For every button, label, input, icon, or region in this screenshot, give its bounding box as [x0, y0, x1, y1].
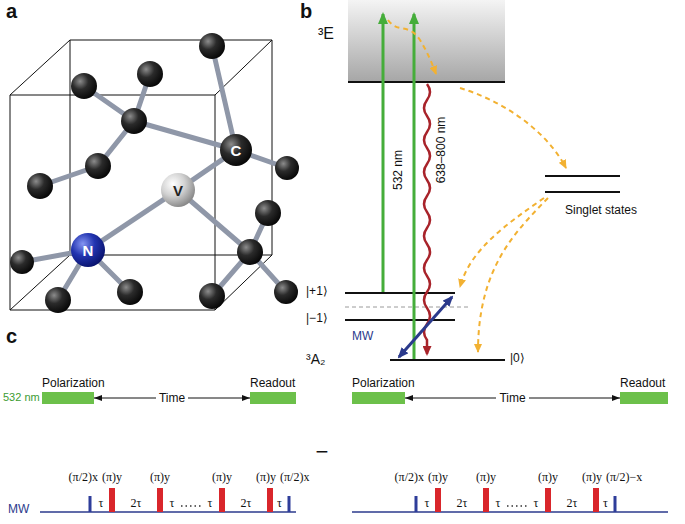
panel-letter: c	[6, 326, 17, 346]
delay-label: τ	[496, 497, 501, 509]
edge-label: Time	[156, 392, 188, 404]
laser-pulse-box: Polarization	[42, 392, 94, 404]
delay-label: τ	[603, 497, 608, 509]
pulse-label: (π)y	[538, 471, 558, 483]
wavelength-label: 638–800 nm	[435, 117, 447, 184]
pulse-label: (π/2)x	[69, 471, 98, 483]
level-label: |+1⟩	[306, 285, 328, 297]
pulse-label: (π)y	[256, 471, 276, 483]
pulse-heading: Readout	[250, 377, 295, 389]
panel-letter: a	[6, 1, 17, 21]
pulse-heading: Polarization	[42, 377, 105, 389]
pulse-label: (π)y	[102, 471, 122, 483]
laser-pulse-box: Readout	[620, 392, 668, 404]
atom-symbol: V	[161, 173, 195, 207]
bond-line	[102, 199, 164, 240]
pulse-label: (π)y	[476, 471, 496, 483]
state-label: ³A₂	[306, 352, 325, 366]
pulse-heading: Readout	[620, 377, 665, 389]
laser-pulse-box: Readout	[250, 392, 296, 404]
atom-symbol: N	[71, 233, 105, 267]
pulse-label: (π)y	[212, 471, 232, 483]
pulse-label: (π)y	[428, 471, 448, 483]
edge-label: Time	[496, 392, 528, 404]
atom-node: N	[71, 233, 105, 267]
pulse-label: (π/2)x	[280, 471, 309, 483]
atom-node: V	[161, 173, 195, 207]
atom-node: C	[220, 134, 252, 166]
pulse-heading: Polarization	[352, 377, 415, 389]
delay-label: τ	[99, 497, 104, 509]
delay-label: τ	[208, 497, 213, 509]
delay-label: τ	[277, 497, 282, 509]
delay-label: τ	[425, 497, 430, 509]
state-label: ³E	[318, 26, 334, 42]
wavelength-label: 532 nm	[392, 150, 404, 190]
energy-diagram	[345, 0, 620, 360]
delay-label: 2τ	[241, 497, 252, 509]
bond-line	[192, 159, 223, 180]
pulse-label: (π)y	[150, 471, 170, 483]
delay-label: 2τ	[131, 497, 142, 509]
delay-label: τ	[534, 497, 539, 509]
microwave-channel-label: MW	[8, 503, 29, 515]
delay-label: 2τ	[457, 497, 468, 509]
difference-sign: −	[316, 441, 329, 463]
unit-cell	[10, 40, 272, 310]
atom-symbol: C	[220, 134, 252, 166]
delay-label: τ	[170, 497, 175, 509]
pulse-label: (π/2)−x	[606, 471, 642, 483]
carbon-atoms	[10, 33, 299, 313]
laser-pulse-box: Polarization	[352, 392, 405, 404]
pulse-sequence	[40, 488, 668, 512]
level-label: |0⟩	[510, 352, 525, 364]
bonds	[22, 46, 287, 300]
state-label: Singlet states	[565, 204, 637, 216]
pulse-label: (π/2)x	[395, 471, 424, 483]
delay-label: 2τ	[567, 497, 578, 509]
microwave-label: MW	[352, 330, 373, 342]
level-label: |−1⟩	[306, 312, 328, 324]
panel-letter: b	[300, 1, 312, 21]
laser-channel-label: 532 nm	[3, 392, 40, 403]
pulse-label: (π)y	[582, 471, 602, 483]
